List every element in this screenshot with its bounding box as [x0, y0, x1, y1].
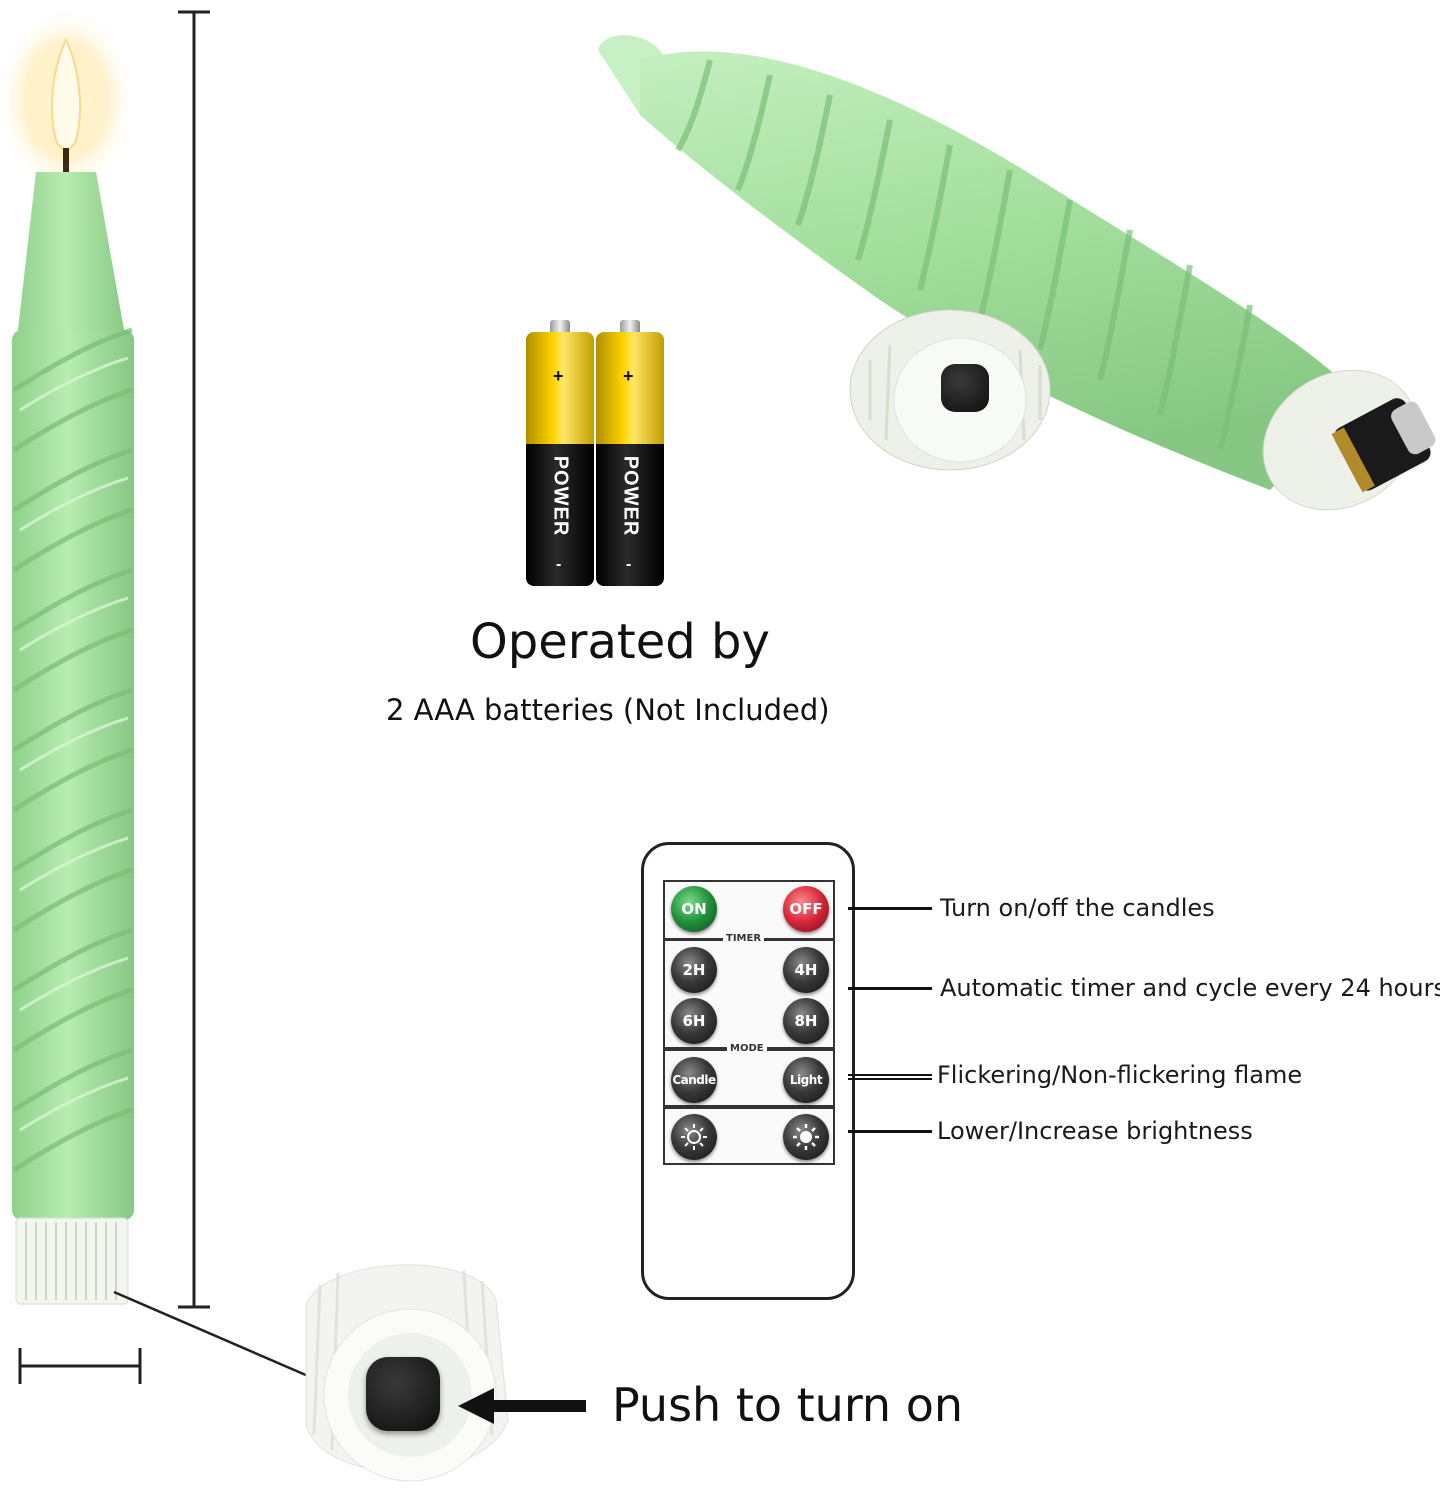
timer-callout-line: [848, 987, 932, 990]
sun-bright-icon: [793, 1124, 819, 1150]
brightness-up-button[interactable]: [783, 1114, 829, 1160]
timer-6h-button[interactable]: 6H: [671, 998, 717, 1044]
battery-subheading: 2 AAA batteries (Not Included): [386, 693, 830, 727]
off-button[interactable]: OFF: [783, 886, 829, 932]
power-panel: ON OFF: [663, 880, 835, 940]
battery-pair: + POWER - + POWER -: [526, 320, 676, 590]
mode-callout-line: [848, 1074, 932, 1076]
power-callout-line: [848, 907, 932, 910]
base-leader-line: [110, 1288, 330, 1388]
on-button[interactable]: ON: [671, 886, 717, 932]
brightness-callout-line: [848, 1130, 932, 1133]
mode-caption: MODE: [727, 1043, 767, 1054]
brightness-panel: [663, 1107, 835, 1165]
lying-candle: [580, 20, 1440, 520]
sun-dim-icon: [681, 1124, 707, 1150]
mode-callout: Flickering/Non-flickering flame: [937, 1061, 1303, 1089]
zoomed-candle-base: [286, 1245, 526, 1495]
push-to-turn-on-label: Push to turn on: [612, 1378, 963, 1432]
remote-control: ON OFF TIMER 2H 4H 6H 8H MODE Candle Lig…: [641, 842, 855, 1300]
candle-mode-button[interactable]: Candle: [671, 1057, 717, 1103]
mode-panel: MODE Candle Light: [663, 1043, 835, 1107]
end-cap-button[interactable]: [941, 364, 989, 412]
brightness-down-button[interactable]: [671, 1114, 717, 1160]
width-dimension-line: [18, 1346, 144, 1386]
battery-cell: + POWER -: [526, 320, 594, 586]
standing-candle: [0, 0, 150, 1320]
brightness-callout: Lower/Increase brightness: [937, 1117, 1253, 1145]
timer-panel: TIMER 2H 4H 6H 8H: [663, 933, 835, 1049]
timer-caption: TIMER: [723, 933, 765, 944]
power-callout: Turn on/off the candles: [940, 894, 1215, 922]
push-button[interactable]: [366, 1357, 440, 1431]
standing-candle-illustration: [0, 5, 136, 1305]
battery-cell: + POWER -: [596, 320, 664, 586]
timer-2h-button[interactable]: 2H: [671, 947, 717, 993]
battery-heading: Operated by: [470, 614, 770, 670]
arrow-left-icon: [458, 1386, 588, 1426]
timer-8h-button[interactable]: 8H: [783, 998, 829, 1044]
timer-callout: Automatic timer and cycle every 24 hours: [940, 974, 1440, 1002]
height-dimension-line: [176, 10, 212, 1310]
light-mode-button[interactable]: Light: [783, 1057, 829, 1103]
timer-4h-button[interactable]: 4H: [783, 947, 829, 993]
